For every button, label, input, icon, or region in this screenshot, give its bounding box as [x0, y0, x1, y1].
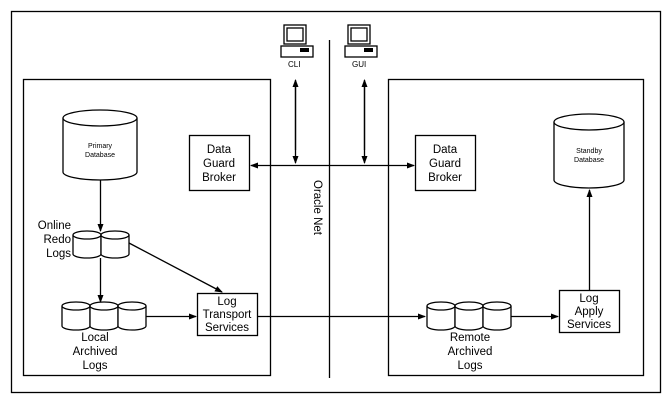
log-apply-label-3: Services: [567, 319, 611, 331]
cli-computer-icon[interactable]: [280, 24, 314, 58]
standby-broker-label-1: Data: [433, 144, 458, 156]
log-transport-label-2: Transport: [203, 309, 253, 321]
local-archived-label-1: Local: [81, 332, 109, 344]
standby-site-container: [387, 78, 645, 377]
online-redo-label-2: Redo: [44, 234, 72, 246]
log-transport-services-box[interactable]: [196, 292, 259, 337]
primary-broker-label-2: Guard: [203, 158, 235, 170]
remote-archived-label-1: Remote: [450, 332, 490, 344]
gui-computer-icon[interactable]: [344, 24, 378, 58]
primary-site-container: [22, 78, 272, 377]
outer-frame: [10, 10, 662, 394]
cli-label: CLI: [288, 60, 300, 69]
online-redo-label-1: Online: [38, 220, 71, 232]
redo-to-transport-arrow: [128, 242, 223, 293]
local-archived-label-2: Archived: [73, 346, 118, 358]
log-apply-label-1: Log: [579, 293, 598, 305]
online-redo-label-3: Logs: [46, 248, 71, 260]
local-archived-label-3: Logs: [83, 360, 108, 372]
local-archived-logs[interactable]: [61, 301, 147, 331]
primary-broker-box[interactable]: [188, 134, 251, 192]
log-apply-label-2: Apply: [575, 306, 604, 318]
primary-broker-label-1: Data: [207, 144, 232, 156]
remote-archived-logs[interactable]: [426, 301, 512, 331]
log-transport-label-3: Services: [205, 322, 249, 334]
gui-label: GUI: [352, 60, 366, 69]
standby-database-label-2: Database: [574, 157, 604, 164]
standby-database-label-1: Standby: [576, 148, 602, 155]
standby-database[interactable]: [553, 113, 625, 189]
primary-database[interactable]: [62, 109, 138, 181]
online-redo-logs[interactable]: [72, 230, 130, 259]
remote-archived-label-2: Archived: [448, 346, 493, 358]
primary-broker-label-3: Broker: [202, 172, 236, 184]
standby-broker-box[interactable]: [414, 134, 477, 192]
remote-archived-label-3: Logs: [458, 360, 483, 372]
log-transport-label-1: Log: [217, 296, 236, 308]
network-label: Oracle Net: [311, 180, 323, 236]
primary-database-label-2: Database: [85, 152, 115, 159]
log-apply-services-box[interactable]: [558, 289, 621, 334]
primary-database-label-1: Primary: [88, 143, 113, 150]
standby-broker-label-3: Broker: [428, 172, 462, 184]
standby-broker-label-2: Guard: [429, 158, 461, 170]
